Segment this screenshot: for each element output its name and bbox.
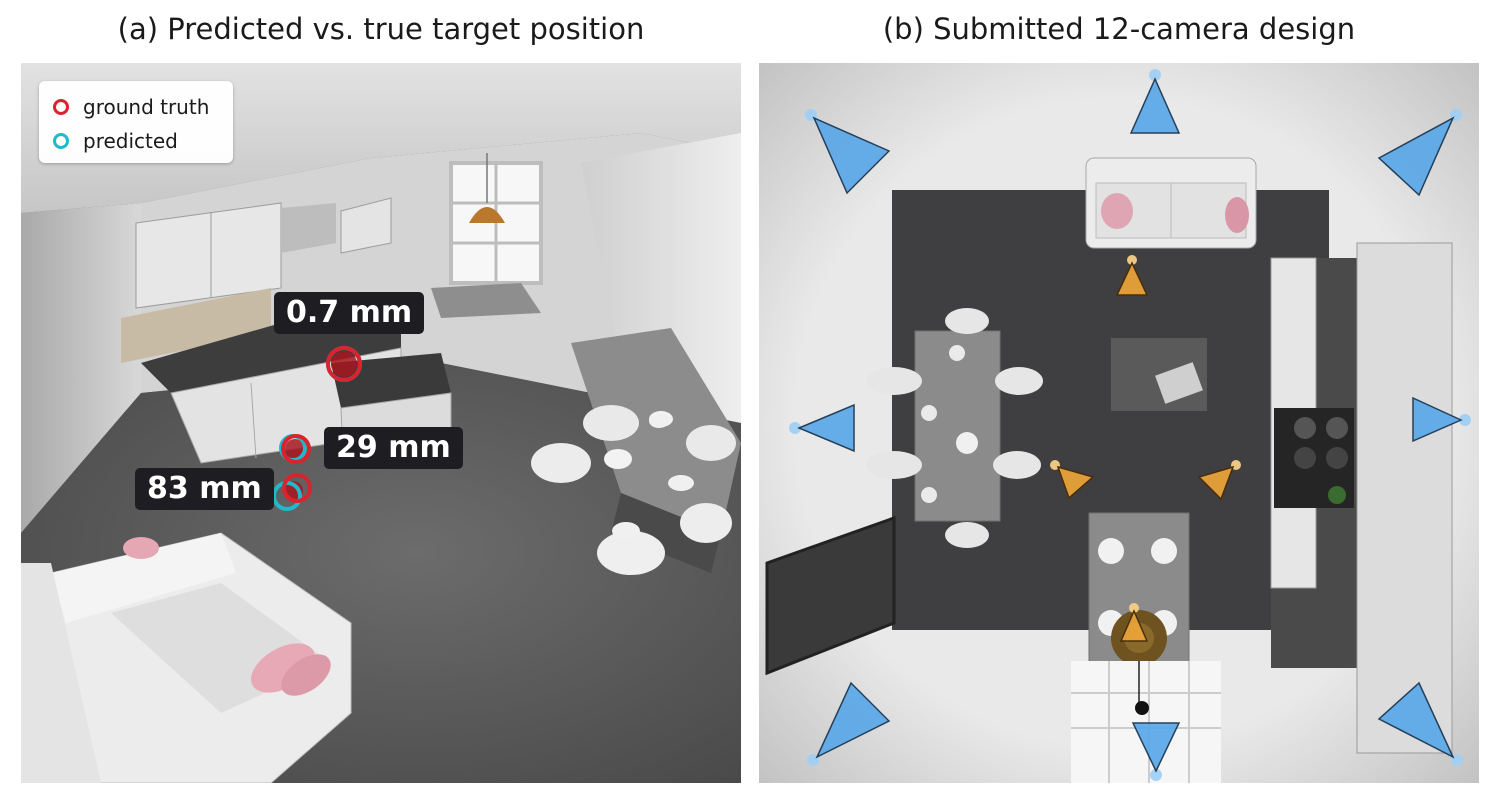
- camera-icon: [1050, 460, 1095, 500]
- camera-markers: [789, 69, 1471, 781]
- error-label-2: 29 mm: [324, 427, 463, 469]
- target-markers: [272, 346, 362, 511]
- legend-item-predicted: predicted: [53, 129, 178, 153]
- target-marker-3: [272, 473, 312, 511]
- legend-label: ground truth: [83, 95, 210, 119]
- perspective-render-panel: ground truth predicted 0.7 mm 29 mm 83 m…: [21, 63, 741, 783]
- camera-icon: [1131, 722, 1181, 781]
- error-label-3: 83 mm: [135, 468, 274, 510]
- camera-icon: [1377, 681, 1463, 766]
- camera-design-panel: [759, 63, 1479, 783]
- predicted-swatch: [53, 133, 69, 149]
- camera-icon: [789, 403, 855, 453]
- camera-icon: [1377, 109, 1462, 197]
- camera-icon: [807, 681, 891, 766]
- camera-icon: [1197, 460, 1241, 501]
- camera-icon: [1129, 69, 1181, 134]
- panel-b-title: (b) Submitted 12-camera design: [882, 12, 1356, 46]
- ground-truth-swatch: [53, 99, 69, 115]
- kitchen-topdown-scene: [759, 63, 1479, 783]
- camera-icon: [805, 109, 891, 195]
- legend: ground truth predicted: [39, 81, 233, 163]
- panel-a-title: (a) Predicted vs. true target position: [117, 12, 645, 46]
- camera-icon: [1412, 396, 1471, 443]
- camera-icon: [1115, 255, 1149, 296]
- target-marker-1: [326, 346, 362, 382]
- legend-label: predicted: [83, 129, 178, 153]
- error-label-1: 0.7 mm: [274, 292, 425, 334]
- camera-icon: [1119, 603, 1149, 642]
- target-marker-2: [279, 434, 311, 464]
- legend-item-ground-truth: ground truth: [53, 95, 209, 119]
